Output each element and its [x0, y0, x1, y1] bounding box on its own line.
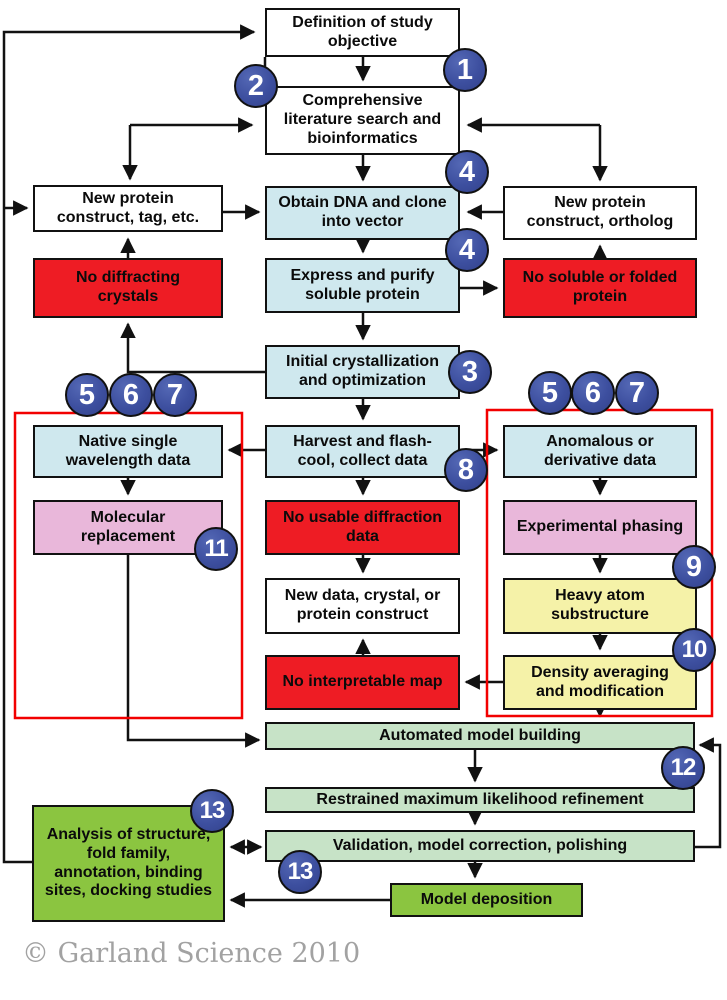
flow-node-literature-search: Comprehensive literature search and bioi… — [265, 86, 460, 155]
step-badge-13a: 13 — [190, 789, 234, 833]
step-badge-4b: 4 — [445, 228, 489, 272]
step-badge-7-left: 7 — [153, 373, 197, 417]
flow-node-experimental-phasing: Experimental phasing — [503, 500, 697, 555]
step-badge-5-left: 5 — [65, 373, 109, 417]
step-badge-6-left: 6 — [109, 373, 153, 417]
step-badge-4a: 4 — [445, 150, 489, 194]
flow-node-no-soluble-protein: No soluble or folded protein — [503, 258, 697, 318]
step-badge-5-right: 5 — [528, 371, 572, 415]
flow-node-model-deposition: Model deposition — [390, 883, 583, 917]
flow-node-new-data-crystal: New data, crystal, or protein construct — [265, 578, 460, 634]
step-badge-13b: 13 — [278, 850, 322, 894]
step-badge-2: 2 — [234, 64, 278, 108]
step-badge-10: 10 — [672, 628, 716, 672]
flow-node-initial-crystallization: Initial crystallization and optimization — [265, 345, 460, 399]
flow-node-express-purify: Express and purify soluble protein — [265, 258, 460, 313]
step-badge-12: 12 — [661, 746, 705, 790]
flow-node-new-construct-tag: New protein construct, tag, etc. — [33, 185, 223, 232]
step-badge-3: 3 — [448, 350, 492, 394]
step-badge-7-right: 7 — [615, 371, 659, 415]
flow-node-molecular-replacement: Molecular replacement — [33, 500, 223, 555]
flow-node-automated-model-building: Automated model building — [265, 722, 695, 750]
flow-node-heavy-atom-substructure: Heavy atom substructure — [503, 578, 697, 634]
flow-node-validation-polishing: Validation, model correction, polishing — [265, 830, 695, 862]
flow-node-obtain-dna: Obtain DNA and clone into vector — [265, 186, 460, 240]
flow-node-density-averaging: Density averaging and modification — [503, 655, 697, 710]
flow-node-no-interpretable-map: No interpretable map — [265, 655, 460, 710]
step-badge-1: 1 — [443, 48, 487, 92]
flow-node-no-diffracting-crystals: No diffracting crystals — [33, 258, 223, 318]
flow-node-structure-analysis: Analysis of structure, fold family, anno… — [32, 805, 225, 922]
flow-node-new-construct-ortholog: New protein construct, ortholog — [503, 186, 697, 240]
flow-node-definition: Definition of study objective — [265, 8, 460, 57]
flow-node-no-usable-diffraction: No usable diffraction data — [265, 500, 460, 555]
step-badge-11: 11 — [194, 527, 238, 571]
flow-node-harvest-collect-data: Harvest and flash-cool, collect data — [265, 425, 460, 478]
flow-node-anomalous-data: Anomalous or derivative data — [503, 425, 697, 478]
flow-node-native-data: Native single wavelength data — [33, 425, 223, 478]
step-badge-9: 9 — [672, 545, 716, 589]
step-badge-8: 8 — [444, 448, 488, 492]
step-badge-6-right: 6 — [571, 371, 615, 415]
copyright-text: © Garland Science 2010 — [22, 938, 361, 969]
flow-node-restrained-refinement: Restrained maximum likelihood refinement — [265, 787, 695, 813]
